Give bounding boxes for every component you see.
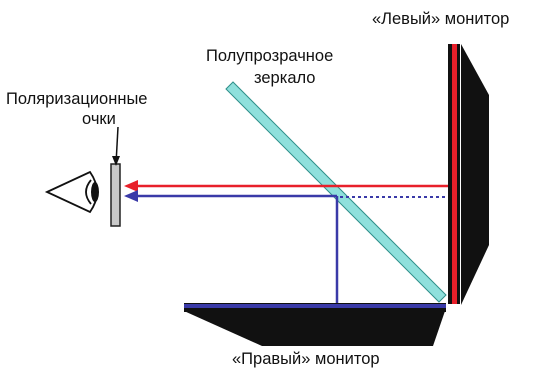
- mirror-label-line1: Полупрозрачное: [206, 47, 334, 65]
- glasses-label-line2: очки: [82, 110, 116, 128]
- left-monitor-red-stripe: [452, 44, 457, 304]
- glasses-pointer-arrowhead: [112, 156, 120, 166]
- glasses-label-line1: Поляризационные: [6, 90, 148, 108]
- left-monitor-label: «Левый» монитор: [372, 10, 510, 28]
- red-beam-arrowhead: [124, 180, 138, 192]
- left-monitor-body: [461, 44, 489, 305]
- right-monitor-label: «Правый» монитор: [232, 350, 380, 368]
- polarized-glasses-icon: [110, 163, 121, 227]
- mirror-label-line2: зеркало: [254, 69, 316, 87]
- semi-transparent-mirror-icon: [225, 81, 447, 303]
- right-monitor-blue-stripe: [184, 304, 446, 308]
- blue-beam-arrowhead: [124, 190, 138, 202]
- eye-icon: [44, 170, 99, 214]
- right-monitor-body: [184, 311, 445, 346]
